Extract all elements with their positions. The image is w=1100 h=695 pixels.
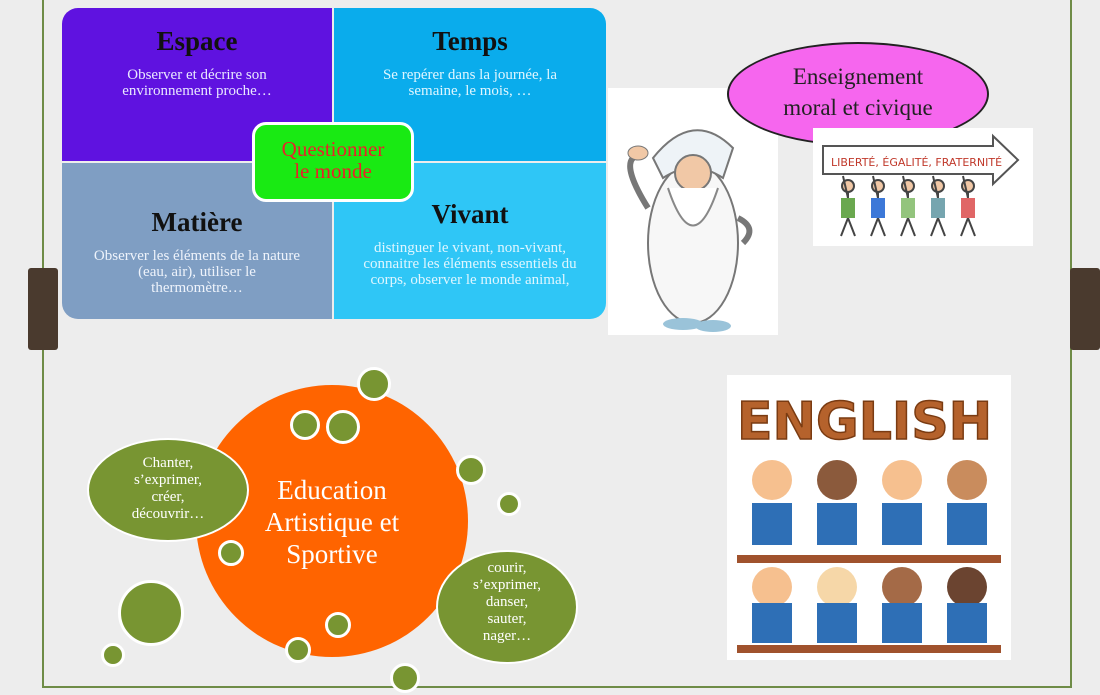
vivant-text: distinguer le vivant, non-vivant, connai… — [363, 240, 577, 288]
decor-dot — [497, 492, 521, 516]
english-drawing: ENGLISH — [736, 391, 1001, 653]
liberte-sign-text: LIBERTÉ, ÉGALITÉ, FRATERNITÉ — [831, 156, 1002, 169]
liberte-egalite-fraternite-illustration: LIBERTÉ, ÉGALITÉ, FRATERNITÉ — [813, 128, 1033, 246]
espace-text: Observer et décrire son environnement pr… — [122, 67, 272, 99]
decor-dot — [101, 643, 125, 667]
english-title: ENGLISH — [737, 392, 992, 452]
education-artistique-label: Education Artistique et Sportive — [264, 475, 400, 569]
art-bubble-right: courir, s’exprimer, danser, sauter, nage… — [436, 550, 578, 664]
wizard-illustration — [608, 88, 778, 335]
espace-title: Espace — [156, 26, 238, 56]
english-illustration: ENGLISH — [727, 375, 1011, 660]
temps-title: Temps — [432, 26, 508, 56]
decor-dot — [357, 367, 391, 401]
right-tab — [1070, 268, 1100, 350]
art-bubble-left: Chanter, s’exprimer, créer, découvrir… — [87, 438, 249, 542]
decor-dot — [325, 612, 351, 638]
vivant-title: Vivant — [431, 199, 509, 229]
decor-dot — [456, 455, 486, 485]
decor-dot — [118, 580, 184, 646]
decor-dot — [285, 637, 311, 663]
decor-dot — [390, 663, 420, 693]
temps-text: Se repérer dans la journée, la semaine, … — [382, 67, 558, 99]
left-tab — [28, 268, 58, 350]
decor-dot — [290, 410, 320, 440]
decor-dot — [326, 410, 360, 444]
liberte-drawing: LIBERTÉ, ÉGALITÉ, FRATERNITÉ — [822, 133, 1020, 237]
matiere-text: Observer les éléments de la nature (eau,… — [93, 248, 301, 296]
questionner-le-monde-label: Questionner le monde — [252, 122, 414, 202]
decor-dot — [218, 540, 244, 566]
matiere-title: Matière — [151, 207, 243, 237]
wizard-drawing — [627, 129, 753, 332]
